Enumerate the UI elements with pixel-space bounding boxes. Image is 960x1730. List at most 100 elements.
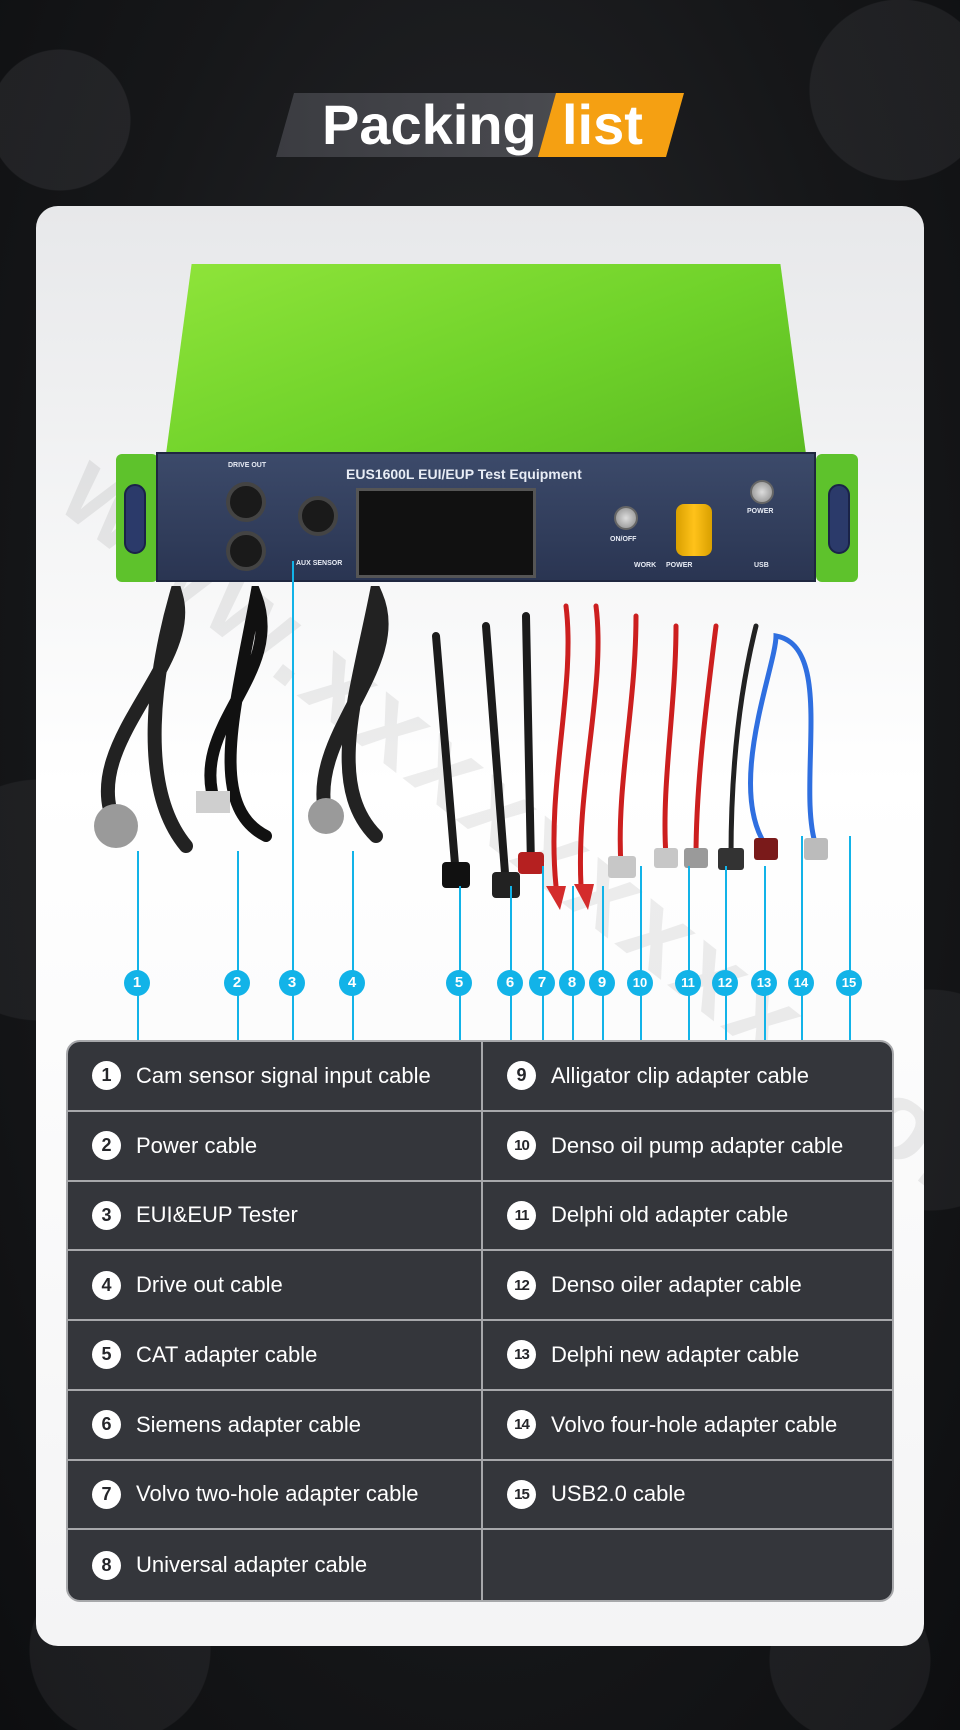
drive-out-port-2 — [226, 531, 266, 571]
universal-clip — [546, 886, 566, 910]
marker-1: 1 — [124, 970, 150, 996]
callout-line-1 — [137, 851, 139, 1153]
list-item: 2 Power cable — [68, 1112, 481, 1180]
callout-line-9 — [602, 886, 604, 1153]
callout-line-6 — [510, 886, 512, 1153]
marker-13: 13 — [751, 970, 777, 996]
item-number: 11 — [507, 1200, 536, 1230]
item-number: 2 — [92, 1131, 121, 1161]
power-cable — [204, 586, 272, 842]
marker-15: 15 — [836, 970, 862, 996]
item-number: 5 — [92, 1340, 121, 1370]
item-label: EUI&EUP Tester — [136, 1202, 298, 1228]
marker-10: 10 — [627, 970, 653, 996]
on-off-button — [614, 506, 638, 530]
item-number: 9 — [507, 1061, 536, 1091]
item-label: Universal adapter cable — [136, 1552, 368, 1578]
denso-pump-cable — [617, 613, 639, 869]
siemens-cable — [482, 622, 510, 890]
item-label: Drive out cable — [136, 1272, 283, 1298]
aux-sensor-label: AUX SENSOR — [296, 560, 343, 567]
callout-line-10 — [640, 866, 642, 1153]
callout-line-12 — [725, 866, 727, 1153]
cat-connector — [442, 862, 470, 888]
title-part1: Packing — [322, 93, 537, 156]
device-right-ear — [816, 454, 858, 582]
list-item: 8 Universal adapter cable — [68, 1530, 481, 1600]
drive-out-port-1 — [226, 482, 266, 522]
power-plug — [196, 791, 230, 813]
item-number: 7 — [92, 1479, 121, 1509]
callout-line-4 — [352, 851, 354, 1153]
item-label: Power cable — [136, 1132, 258, 1158]
list-item: 4 Drive out cable — [68, 1251, 481, 1319]
callout-line-2 — [237, 851, 239, 1153]
title-dark-banner — [276, 93, 576, 157]
empty-cell — [481, 1530, 892, 1600]
item-label: Siemens adapter cable — [136, 1411, 362, 1437]
cables-illustration — [94, 586, 828, 910]
item-label: CAT adapter cable — [136, 1341, 318, 1367]
list-item: 5 CAT adapter cable — [68, 1321, 481, 1389]
list-item: 14 Volvo four-hole adapter cable — [481, 1390, 892, 1459]
siemens-connector — [492, 872, 520, 898]
callout-line-8 — [572, 886, 574, 1153]
right-handle — [828, 484, 850, 554]
universal-cable — [551, 603, 571, 889]
item-number: 15 — [507, 1479, 536, 1509]
delphi-new-cable — [728, 623, 759, 859]
table-row: 8 Universal adapter cable — [68, 1530, 892, 1600]
cat-cable — [432, 632, 460, 880]
delphi-new-connector — [718, 848, 744, 870]
item-number: 6 — [92, 1410, 121, 1440]
list-item: 13 Delphi new adapter cable — [481, 1321, 892, 1389]
item-number: 13 — [507, 1340, 536, 1370]
cam-sensor-cable — [100, 586, 193, 853]
volvo-four-hole-connector — [754, 838, 778, 860]
denso-oiler-connector — [684, 848, 708, 868]
marker-5: 5 — [446, 970, 472, 996]
adjust-knob — [676, 504, 712, 556]
work-led-label: WORK — [634, 562, 657, 569]
volvo-two-hole-connector — [518, 852, 544, 874]
aux-sensor-port — [298, 496, 338, 536]
marker-11: 11 — [675, 970, 701, 996]
page-title: Packing list — [276, 93, 684, 157]
marker-14: 14 — [788, 970, 814, 996]
list-item: 7 Volvo two-hole adapter cable — [68, 1461, 481, 1529]
item-number: 1 — [92, 1061, 121, 1091]
marker-4: 4 — [339, 970, 365, 996]
item-label: Volvo four-hole adapter cable — [551, 1411, 838, 1437]
item-number: 8 — [92, 1550, 121, 1580]
callout-line-13 — [764, 866, 766, 1153]
device-left-ear — [116, 454, 158, 582]
power-button — [750, 480, 774, 504]
item-label: Denso oiler adapter cable — [551, 1272, 802, 1298]
item-number: 4 — [92, 1270, 121, 1300]
title-part2: list — [562, 93, 643, 156]
list-item: 11 Delphi old adapter cable — [481, 1181, 892, 1250]
usb-connector — [804, 838, 828, 860]
item-label: Delphi old adapter cable — [551, 1202, 789, 1228]
denso-oiler-cable — [693, 623, 719, 859]
table-row: 5 CAT adapter cable 13 Delphi new adapter … — [68, 1321, 892, 1391]
volvo-two-hole-cable — [522, 612, 535, 870]
callout-line-5 — [459, 886, 461, 1153]
device-model-label: EUS1600L EUI/EUP Test Equipment — [346, 466, 582, 482]
marker-2: 2 — [224, 970, 250, 996]
device-screen — [356, 488, 536, 578]
delphi-old-connector — [654, 848, 678, 868]
drive-out-connector — [308, 798, 344, 834]
cam-connector — [94, 804, 138, 848]
on-off-label: ON/OFF — [610, 536, 637, 543]
item-label: Volvo two-hole adapter cable — [136, 1481, 419, 1507]
item-number: 14 — [507, 1410, 536, 1440]
marker-9: 9 — [589, 970, 615, 996]
delphi-old-cable — [662, 623, 679, 859]
item-label: Delphi new adapter cable — [551, 1341, 800, 1367]
